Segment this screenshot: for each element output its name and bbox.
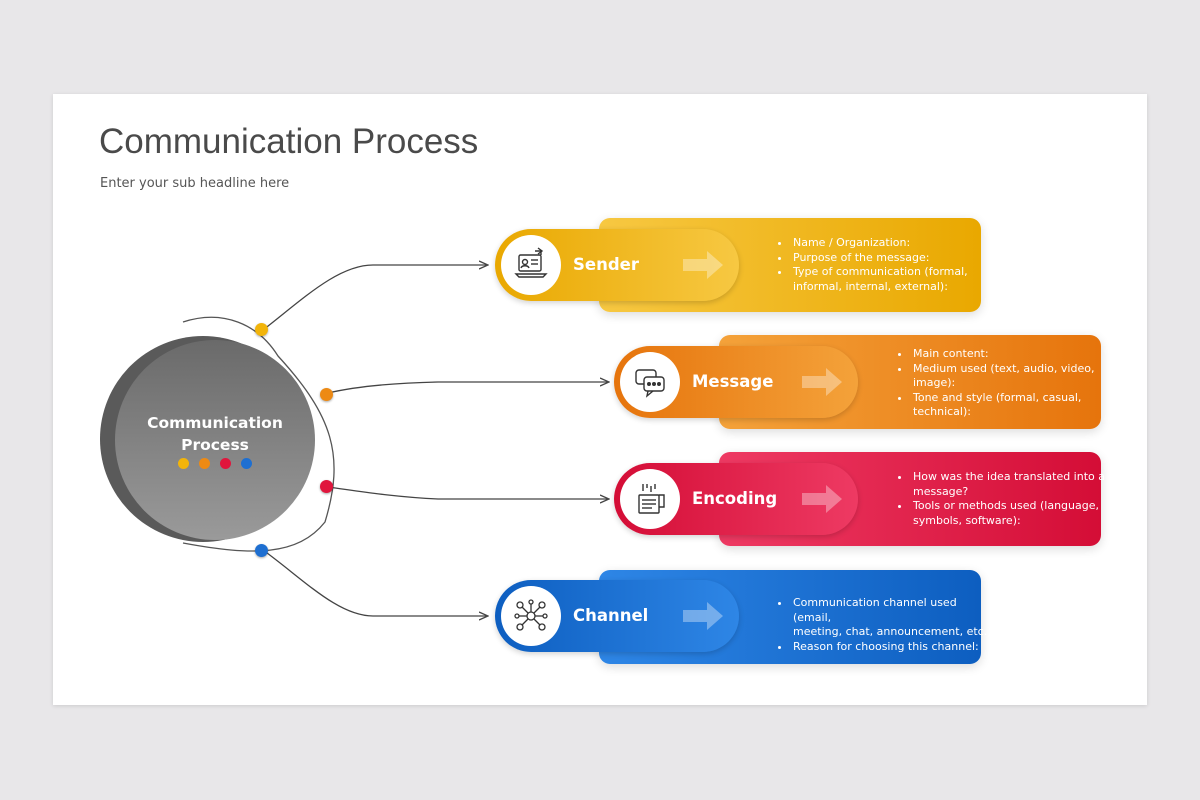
encoding-bullets: How was the idea translated into a messa… <box>889 470 1116 528</box>
hub-label-line2: Process <box>181 436 249 454</box>
bullet: Tools or methods used (language, <box>911 499 1116 514</box>
sender-badge <box>501 235 561 295</box>
node-sender <box>255 323 268 336</box>
bullet: informal, internal, external): <box>793 279 948 293</box>
hub-circle <box>115 340 315 540</box>
channel-label: Channel <box>573 606 649 625</box>
hub-dot-2 <box>199 458 210 469</box>
node-message <box>320 388 333 401</box>
bullet: meeting, chat, announcement, etc.): <box>793 625 996 638</box>
hub-dot-4 <box>241 458 252 469</box>
orbit-ring <box>182 316 335 552</box>
encoding-label: Encoding <box>692 489 778 508</box>
connector-encoding <box>327 486 608 499</box>
node-channel <box>255 544 268 557</box>
node-encoding <box>320 480 333 493</box>
connector-layer <box>100 94 1147 705</box>
bullet: image): <box>913 376 956 389</box>
message-label: Message <box>692 372 774 391</box>
bullet: Purpose of the message: <box>791 251 991 266</box>
bullet: How was the idea translated into a <box>911 470 1116 485</box>
channel-badge <box>501 586 561 646</box>
bullet: Type of communication (formal, <box>791 265 991 280</box>
arrow-right-icon <box>802 485 842 513</box>
sender-label: Sender <box>573 255 639 274</box>
bullet: Reason for choosing this channel: <box>791 640 996 655</box>
laptop-profile-icon <box>514 247 548 278</box>
connector-channel <box>262 549 487 616</box>
channel-bullets: Communication channel used (email, meeti… <box>769 596 996 654</box>
bullet: Tone and style (formal, casual, <box>911 391 1116 406</box>
pill-sender[interactable]: Sender <box>495 229 739 301</box>
bullet: Name / Organization: <box>791 236 991 251</box>
pill-encoding[interactable]: Encoding <box>614 463 858 535</box>
bullet: symbols, software): <box>913 513 1021 527</box>
network-hub-icon <box>514 599 548 631</box>
pill-channel[interactable]: Channel <box>495 580 739 652</box>
connector-message <box>327 382 608 394</box>
slide-title: Communication Process <box>99 122 479 161</box>
slide: Communication Process Enter your sub hea… <box>53 94 1147 705</box>
bullet: Medium used (text, audio, video, <box>911 362 1116 377</box>
binary-document-icon <box>638 484 665 514</box>
chat-bubbles-icon <box>635 369 665 398</box>
hub-dot-1 <box>178 458 189 469</box>
hub-label-line1: Communication <box>147 414 283 432</box>
hub-label: Communication Process <box>125 412 305 456</box>
arrow-right-icon <box>683 251 723 279</box>
message-bullets: Main content: Medium used (text, audio, … <box>889 347 1116 420</box>
bullet: Main content: <box>911 347 1116 362</box>
connector-sender <box>262 265 487 331</box>
arrow-right-icon <box>683 602 723 630</box>
slide-subtitle: Enter your sub headline here <box>100 176 290 191</box>
sender-bullets: Name / Organization: Purpose of the mess… <box>769 236 991 294</box>
bullet: Communication channel used (email, <box>791 596 996 625</box>
bullet: message? <box>913 484 969 498</box>
pill-message[interactable]: Message <box>614 346 858 418</box>
arrow-right-icon <box>802 368 842 396</box>
message-badge <box>620 352 680 412</box>
bullet: technical): <box>913 405 971 418</box>
encoding-badge <box>620 469 680 529</box>
hub-dots <box>178 458 252 469</box>
hub-dot-3 <box>220 458 231 469</box>
